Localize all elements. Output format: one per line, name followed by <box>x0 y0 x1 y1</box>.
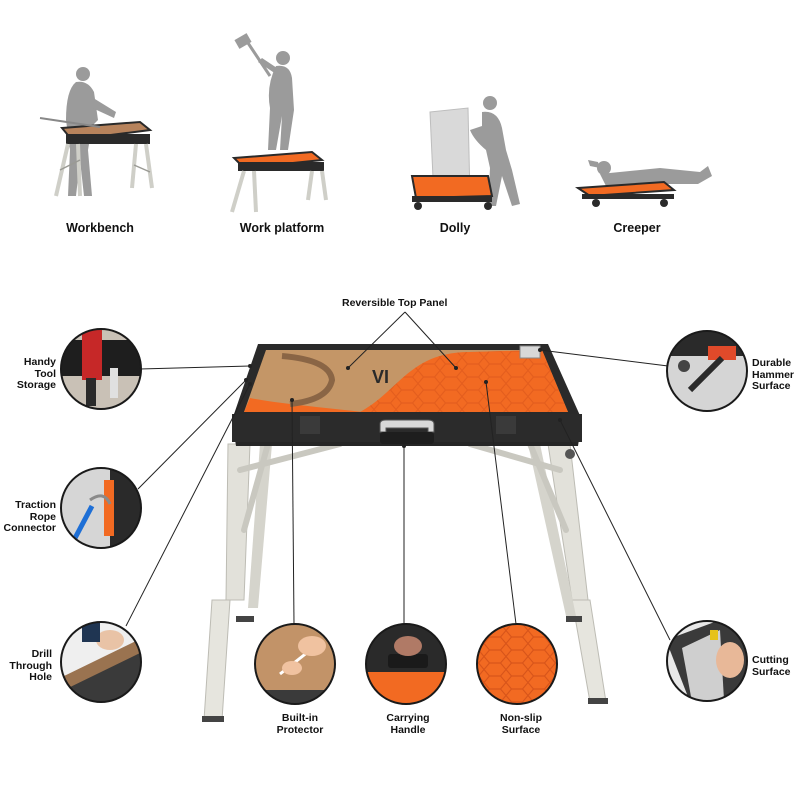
callout-line: Tool <box>34 367 56 380</box>
callout-line: Traction <box>15 499 56 511</box>
callout-line: Cutting <box>752 654 789 666</box>
workbench-mode-illustration <box>39 67 154 197</box>
callout-line: Hole <box>29 671 52 683</box>
mode-label-workbench: Workbench <box>66 221 134 235</box>
callout-line: Non-slip <box>500 712 542 724</box>
callout-line: Through <box>9 659 52 672</box>
callout-line: Protector <box>276 723 324 736</box>
platform-figure <box>234 33 294 150</box>
callout-non-slip-surface: Non-slip Surface <box>476 712 566 736</box>
callout-drill-through-hole: Drill Through Hole <box>2 648 52 684</box>
callout-reversible-top-panel: Reversible Top Panel <box>342 297 448 309</box>
callout-cutting-surface: Cutting Surface <box>752 654 798 678</box>
detail-non-slip-surface <box>476 623 558 705</box>
carrying-handle-shape <box>379 419 435 433</box>
callout-line: Rope <box>29 510 56 523</box>
detail-traction-rope-connector <box>60 467 142 549</box>
callout-carrying-handle: Carrying Handle <box>363 712 453 736</box>
detail-handy-tool-storage <box>60 328 142 410</box>
callout-handy-tool-storage: Handy Tool Storage <box>6 356 56 392</box>
dolly-board <box>410 175 494 210</box>
callout-line: Connector <box>3 522 57 534</box>
mode-label-creeper: Creeper <box>613 221 661 235</box>
workbench-table <box>39 117 154 197</box>
main-workbench: VI <box>202 344 608 722</box>
creeper-board <box>575 180 677 207</box>
dolly-figure <box>470 96 520 206</box>
callout-line: Carrying <box>386 712 430 724</box>
callout-line: Handy <box>23 356 56 368</box>
detail-durable-hammer-surface <box>666 330 748 412</box>
callout-line: Surface <box>752 380 791 392</box>
detail-cutting-surface <box>666 620 748 702</box>
callout-durable-hammer-surface: Durable Hammer Surface <box>752 357 798 393</box>
mode-label-work-platform: Work platform <box>239 221 325 235</box>
callout-built-in-protector: Built-in Protector <box>255 712 345 736</box>
callout-line: Storage <box>16 379 56 391</box>
callout-traction-rope-connector: Traction Rope Connector <box>2 499 57 535</box>
leader-lines <box>125 311 671 641</box>
callout-line: Surface <box>752 665 791 678</box>
creeper-mode-illustration <box>575 160 712 207</box>
detail-built-in-protector <box>254 623 336 705</box>
callout-line: Durable <box>752 357 792 369</box>
callout-line: Built-in <box>281 712 319 724</box>
workbench-legs <box>202 441 608 722</box>
top-panel-orange-left <box>244 398 362 412</box>
callout-line: Handle <box>390 723 426 736</box>
callout-line: Hammer <box>752 368 795 381</box>
mode-label-dolly: Dolly <box>439 221 471 235</box>
detail-carrying-handle <box>365 623 447 705</box>
callout-line: Drill <box>31 648 52 660</box>
detail-drill-through-hole <box>60 621 142 703</box>
creeper-figure <box>588 160 712 186</box>
platform-table <box>230 150 328 213</box>
brand-mark: VI <box>372 367 389 387</box>
dolly-mode-illustration <box>410 96 520 210</box>
work-platform-mode-illustration <box>230 33 328 213</box>
callout-line: Surface <box>501 723 541 736</box>
leader-dots <box>244 348 562 448</box>
